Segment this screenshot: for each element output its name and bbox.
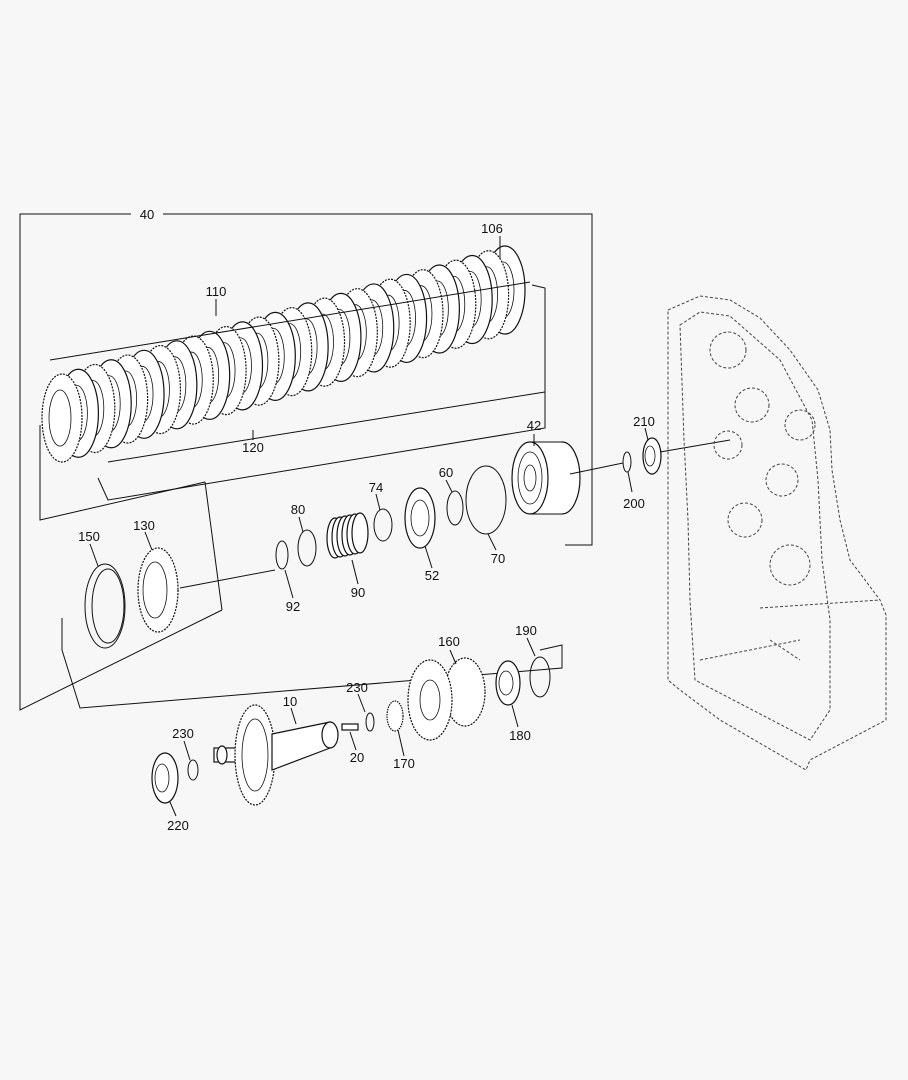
snap-ring-92 (275, 540, 289, 570)
needle-bearing-170 (386, 700, 404, 732)
snap-ring-230-left (187, 759, 199, 781)
bearing-210 (642, 437, 662, 475)
callout-230-lower: 230 (172, 726, 194, 741)
callout-200: 200 (623, 496, 645, 511)
assembly-bracket-40 (19, 213, 593, 711)
callout-90: 90 (351, 585, 365, 600)
pin-20 (341, 723, 359, 731)
callout-150: 150 (78, 529, 100, 544)
bearing-180 (495, 660, 521, 706)
callout-120: 120 (242, 440, 264, 455)
snap-ring-200 (622, 451, 632, 473)
callout-80: 80 (291, 502, 305, 517)
piston-52 (404, 487, 436, 549)
snap-ring-190 (529, 656, 551, 698)
callout-74: 74 (369, 480, 383, 495)
snap-ring-150 (84, 563, 126, 649)
ring-80 (297, 529, 317, 567)
callout-labels: 40 106 110 120 42 210 200 60 70 74 52 80… (78, 207, 655, 833)
callout-20: 20 (350, 750, 364, 765)
callout-70: 70 (491, 551, 505, 566)
gear-160 (407, 657, 486, 741)
o-ring-60 (446, 490, 464, 526)
callout-190: 190 (515, 623, 537, 638)
snap-ring-230-right (365, 712, 375, 732)
steel-disc (41, 373, 83, 463)
spring-coil (351, 512, 369, 554)
gearbox-housing (667, 295, 887, 771)
callout-220: 220 (167, 818, 189, 833)
callout-210: 210 (633, 414, 655, 429)
clutch-disc-pack (41, 245, 526, 463)
callout-160: 160 (438, 634, 460, 649)
callout-110: 110 (206, 284, 227, 299)
disc-pack-brackets (39, 281, 546, 611)
bearing-220 (151, 752, 179, 804)
callout-10: 10 (283, 694, 297, 709)
callout-180: 180 (509, 728, 531, 743)
o-ring-74 (373, 508, 393, 542)
end-disc-130 (137, 547, 179, 633)
input-shaft-10 (213, 704, 339, 806)
callout-42: 42 (527, 418, 541, 433)
leader-lines (89, 236, 649, 817)
callout-40: 40 (140, 207, 154, 222)
callout-60: 60 (439, 465, 453, 480)
callout-106: 106 (481, 221, 503, 236)
callout-92: 92 (286, 599, 300, 614)
clutch-housing-42 (511, 441, 581, 515)
o-ring-70 (465, 465, 507, 535)
spring-90 (326, 512, 369, 559)
callout-130: 130 (133, 518, 155, 533)
callout-230-upper: 230 (346, 680, 368, 695)
callout-170: 170 (393, 756, 415, 771)
callout-52: 52 (425, 568, 439, 583)
